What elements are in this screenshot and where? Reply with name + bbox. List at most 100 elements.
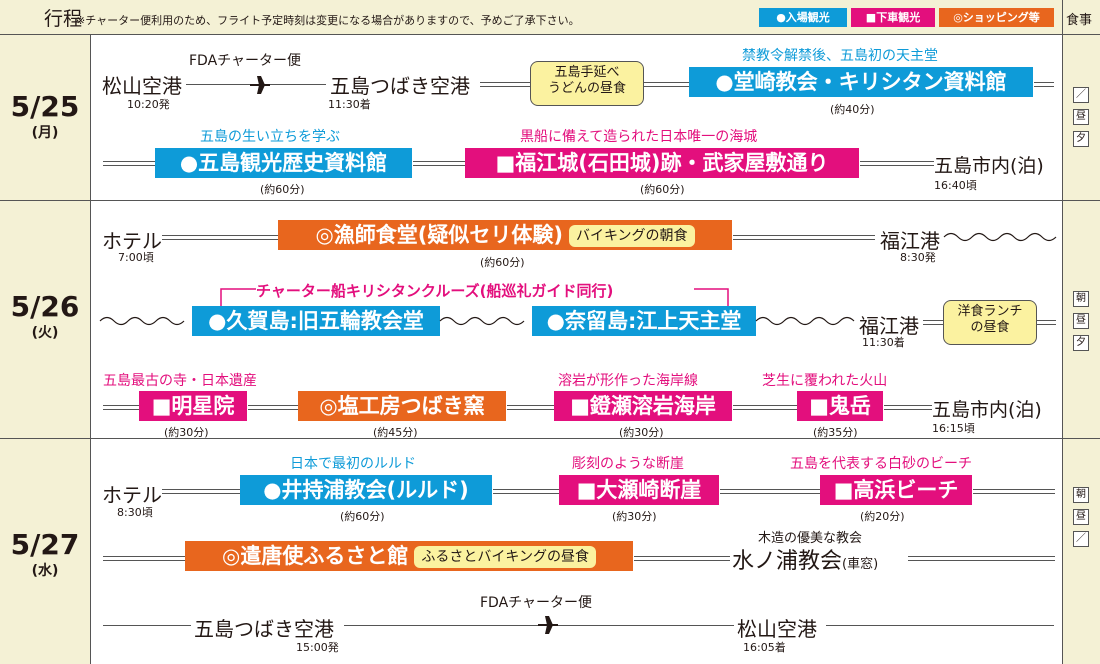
route-line xyxy=(908,556,1055,561)
transport-label: FDAチャーター便 xyxy=(480,595,593,611)
lunch-text: 五島手延べ うどんの昼食 xyxy=(547,65,626,96)
date-column xyxy=(0,35,90,664)
route-line xyxy=(733,405,797,410)
sea-route-wave xyxy=(439,316,525,326)
spot-title: ◎漁師食堂(疑似セリ体験) xyxy=(315,223,563,247)
legend-entry: ●入場観光 xyxy=(759,8,847,27)
spot-box: ■高浜ビーチ xyxy=(820,475,972,505)
day-date: 5/25 (月) xyxy=(0,92,90,142)
arrival-place: 福江港 xyxy=(859,314,919,338)
legend-drive-by: ■下車観光 xyxy=(851,8,935,27)
meal-lunch: 昼 xyxy=(1073,509,1089,525)
route-line xyxy=(884,405,932,410)
spot-caption: 黒船に備えて造られた日本唯一の海城 xyxy=(520,129,758,145)
legend-shopping: ◎ショッピング等 xyxy=(939,8,1054,27)
place-name: 水ノ浦教会 xyxy=(732,549,843,574)
drive-by-place: 水ノ浦教会(車窓) xyxy=(732,543,878,575)
spot-duration: (約30分) xyxy=(612,510,657,523)
arrival-time: 11:30着 xyxy=(862,336,905,349)
spot-caption: 木造の優美な教会 xyxy=(758,531,863,546)
meal-divider xyxy=(1062,35,1063,664)
page-title: 行程 xyxy=(44,8,83,30)
sea-route-wave xyxy=(943,232,1057,242)
meal-dinner: 夕 xyxy=(1073,131,1089,147)
spot-box: ◎塩工房つばき窯 xyxy=(298,391,506,421)
departure-place: 五島つばき空港 xyxy=(194,617,334,641)
overnight-place: 五島市内(泊) xyxy=(934,155,1044,177)
departure-place: ホテル xyxy=(102,483,162,507)
sea-route-wave xyxy=(755,316,855,326)
spot-duration: (約30分) xyxy=(619,426,664,439)
spot-duration: (約20分) xyxy=(860,510,905,523)
spot-caption: 日本で最初のルルド xyxy=(290,456,416,472)
route-line xyxy=(493,489,559,494)
route-line xyxy=(103,161,155,166)
meal-header: 食事 xyxy=(1066,13,1093,28)
spot-duration: (約35分) xyxy=(813,426,858,439)
spot-box: ■福江城(石田城)跡・武家屋敷通り xyxy=(465,148,859,178)
route-line xyxy=(634,556,730,561)
airplane-icon xyxy=(250,76,270,94)
route-line xyxy=(103,625,191,626)
day-separator xyxy=(0,200,1100,201)
sea-route-wave xyxy=(99,316,185,326)
date-label: 5/27 xyxy=(10,528,80,561)
meal-breakfast: 朝 xyxy=(1073,291,1089,307)
spot-box: ●井持浦教会(ルルド) xyxy=(240,475,492,505)
date-label: 5/26 xyxy=(10,290,80,323)
route-line xyxy=(860,161,934,166)
meal-dinner: 夕 xyxy=(1073,335,1089,351)
date-divider xyxy=(90,35,91,664)
departure-time: 7:00頃 xyxy=(118,251,154,264)
route-line xyxy=(733,235,875,240)
header-divider xyxy=(1062,0,1063,34)
spot-box: ■鬼岳 xyxy=(797,391,883,421)
spot-caption: 五島最古の寺・日本遺産 xyxy=(103,373,257,389)
meal-breakfast: ／ xyxy=(1073,87,1089,103)
place-note: (車窓) xyxy=(842,557,879,572)
route-line xyxy=(720,489,820,494)
spot-caption: 禁教令解禁後、五島初の天主堂 xyxy=(742,48,938,64)
day-separator xyxy=(0,438,1100,439)
route-line xyxy=(162,235,278,240)
overnight-place: 五島市内(泊) xyxy=(932,399,1042,421)
route-line xyxy=(413,161,465,166)
route-line xyxy=(923,320,943,325)
departure-time: 8:30頃 xyxy=(117,506,153,519)
spot-box: ●五島観光歴史資料館 xyxy=(155,148,412,178)
spot-box: ■明星院 xyxy=(139,391,247,421)
arrival-time: 11:30着 xyxy=(328,98,371,111)
arrival-time: 16:05着 xyxy=(743,641,786,654)
spot-caption: 溶岩が形作った海岸線 xyxy=(558,373,698,389)
route-line xyxy=(973,489,1055,494)
weekday-label: (水) xyxy=(31,563,59,579)
route-line xyxy=(1036,320,1056,325)
spot-caption: 芝生に覆われた火山 xyxy=(762,373,888,389)
route-line xyxy=(507,405,554,410)
weekday-label: (火) xyxy=(31,325,59,341)
route-line xyxy=(643,82,689,87)
weekday-label: (月) xyxy=(31,125,59,141)
spot-caption: 五島の生い立ちを学ぶ xyxy=(200,129,340,145)
route-line xyxy=(480,82,530,87)
spot-title: ◎遣唐使ふるさと館 xyxy=(222,544,409,568)
spot-duration: (約30分) xyxy=(164,426,209,439)
spot-box: ◎漁師食堂(疑似セリ体験)バイキングの朝食 xyxy=(278,220,732,250)
route-line xyxy=(103,556,185,561)
route-line xyxy=(248,405,298,410)
header-note: ※チャーター便利用のため、フライト予定時刻は変更になる場合がありますので、予めご… xyxy=(76,14,580,27)
cruise-bracket xyxy=(220,288,729,311)
transport-label: FDAチャーター便 xyxy=(189,53,302,69)
meal-pill: バイキングの朝食 xyxy=(568,225,695,247)
overnight-time: 16:40頃 xyxy=(934,179,977,192)
spot-box: ◎遣唐使ふるさと館ふるさとバイキングの昼食 xyxy=(185,541,633,571)
route-line xyxy=(103,405,139,410)
spot-box: ●奈留島:江上天主堂 xyxy=(532,306,756,336)
airplane-icon xyxy=(538,616,558,634)
meal-pill: ふるさとバイキングの昼食 xyxy=(414,546,596,568)
spot-box: ●久賀島:旧五輪教会堂 xyxy=(192,306,440,336)
spot-box: ■鐙瀬溶岩海岸 xyxy=(554,391,732,421)
day-date: 5/27 (水) xyxy=(0,530,90,580)
route-line xyxy=(162,489,240,494)
arrival-place: 福江港 xyxy=(880,229,940,253)
